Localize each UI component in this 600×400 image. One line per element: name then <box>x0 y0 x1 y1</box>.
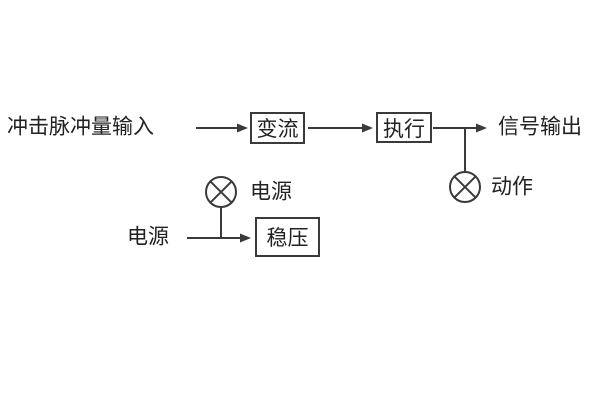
execute-box: 执行 <box>376 112 432 143</box>
power-source-label: 电源 <box>127 224 169 249</box>
convert-box-label: 变流 <box>256 117 299 141</box>
regulate-box-label: 稳压 <box>266 226 309 250</box>
arrow-power-to-regulate <box>187 233 251 243</box>
regulate-box: 稳压 <box>255 217 320 257</box>
arrow-input-to-convert <box>196 123 248 133</box>
convert-box: 变流 <box>250 112 305 144</box>
action-lamp-icon <box>449 171 481 203</box>
execute-box-label: 执行 <box>383 116 425 141</box>
signal-output-label: 信号输出 <box>498 114 582 139</box>
arrow-convert-to-execute <box>308 123 373 133</box>
action-label: 动作 <box>491 174 533 199</box>
power-lamp-icon <box>205 176 237 208</box>
power-lamp-label: 电源 <box>250 179 292 204</box>
arrow-execute-to-output <box>433 123 487 133</box>
input-label: 冲击脉冲量输入 <box>7 114 154 139</box>
